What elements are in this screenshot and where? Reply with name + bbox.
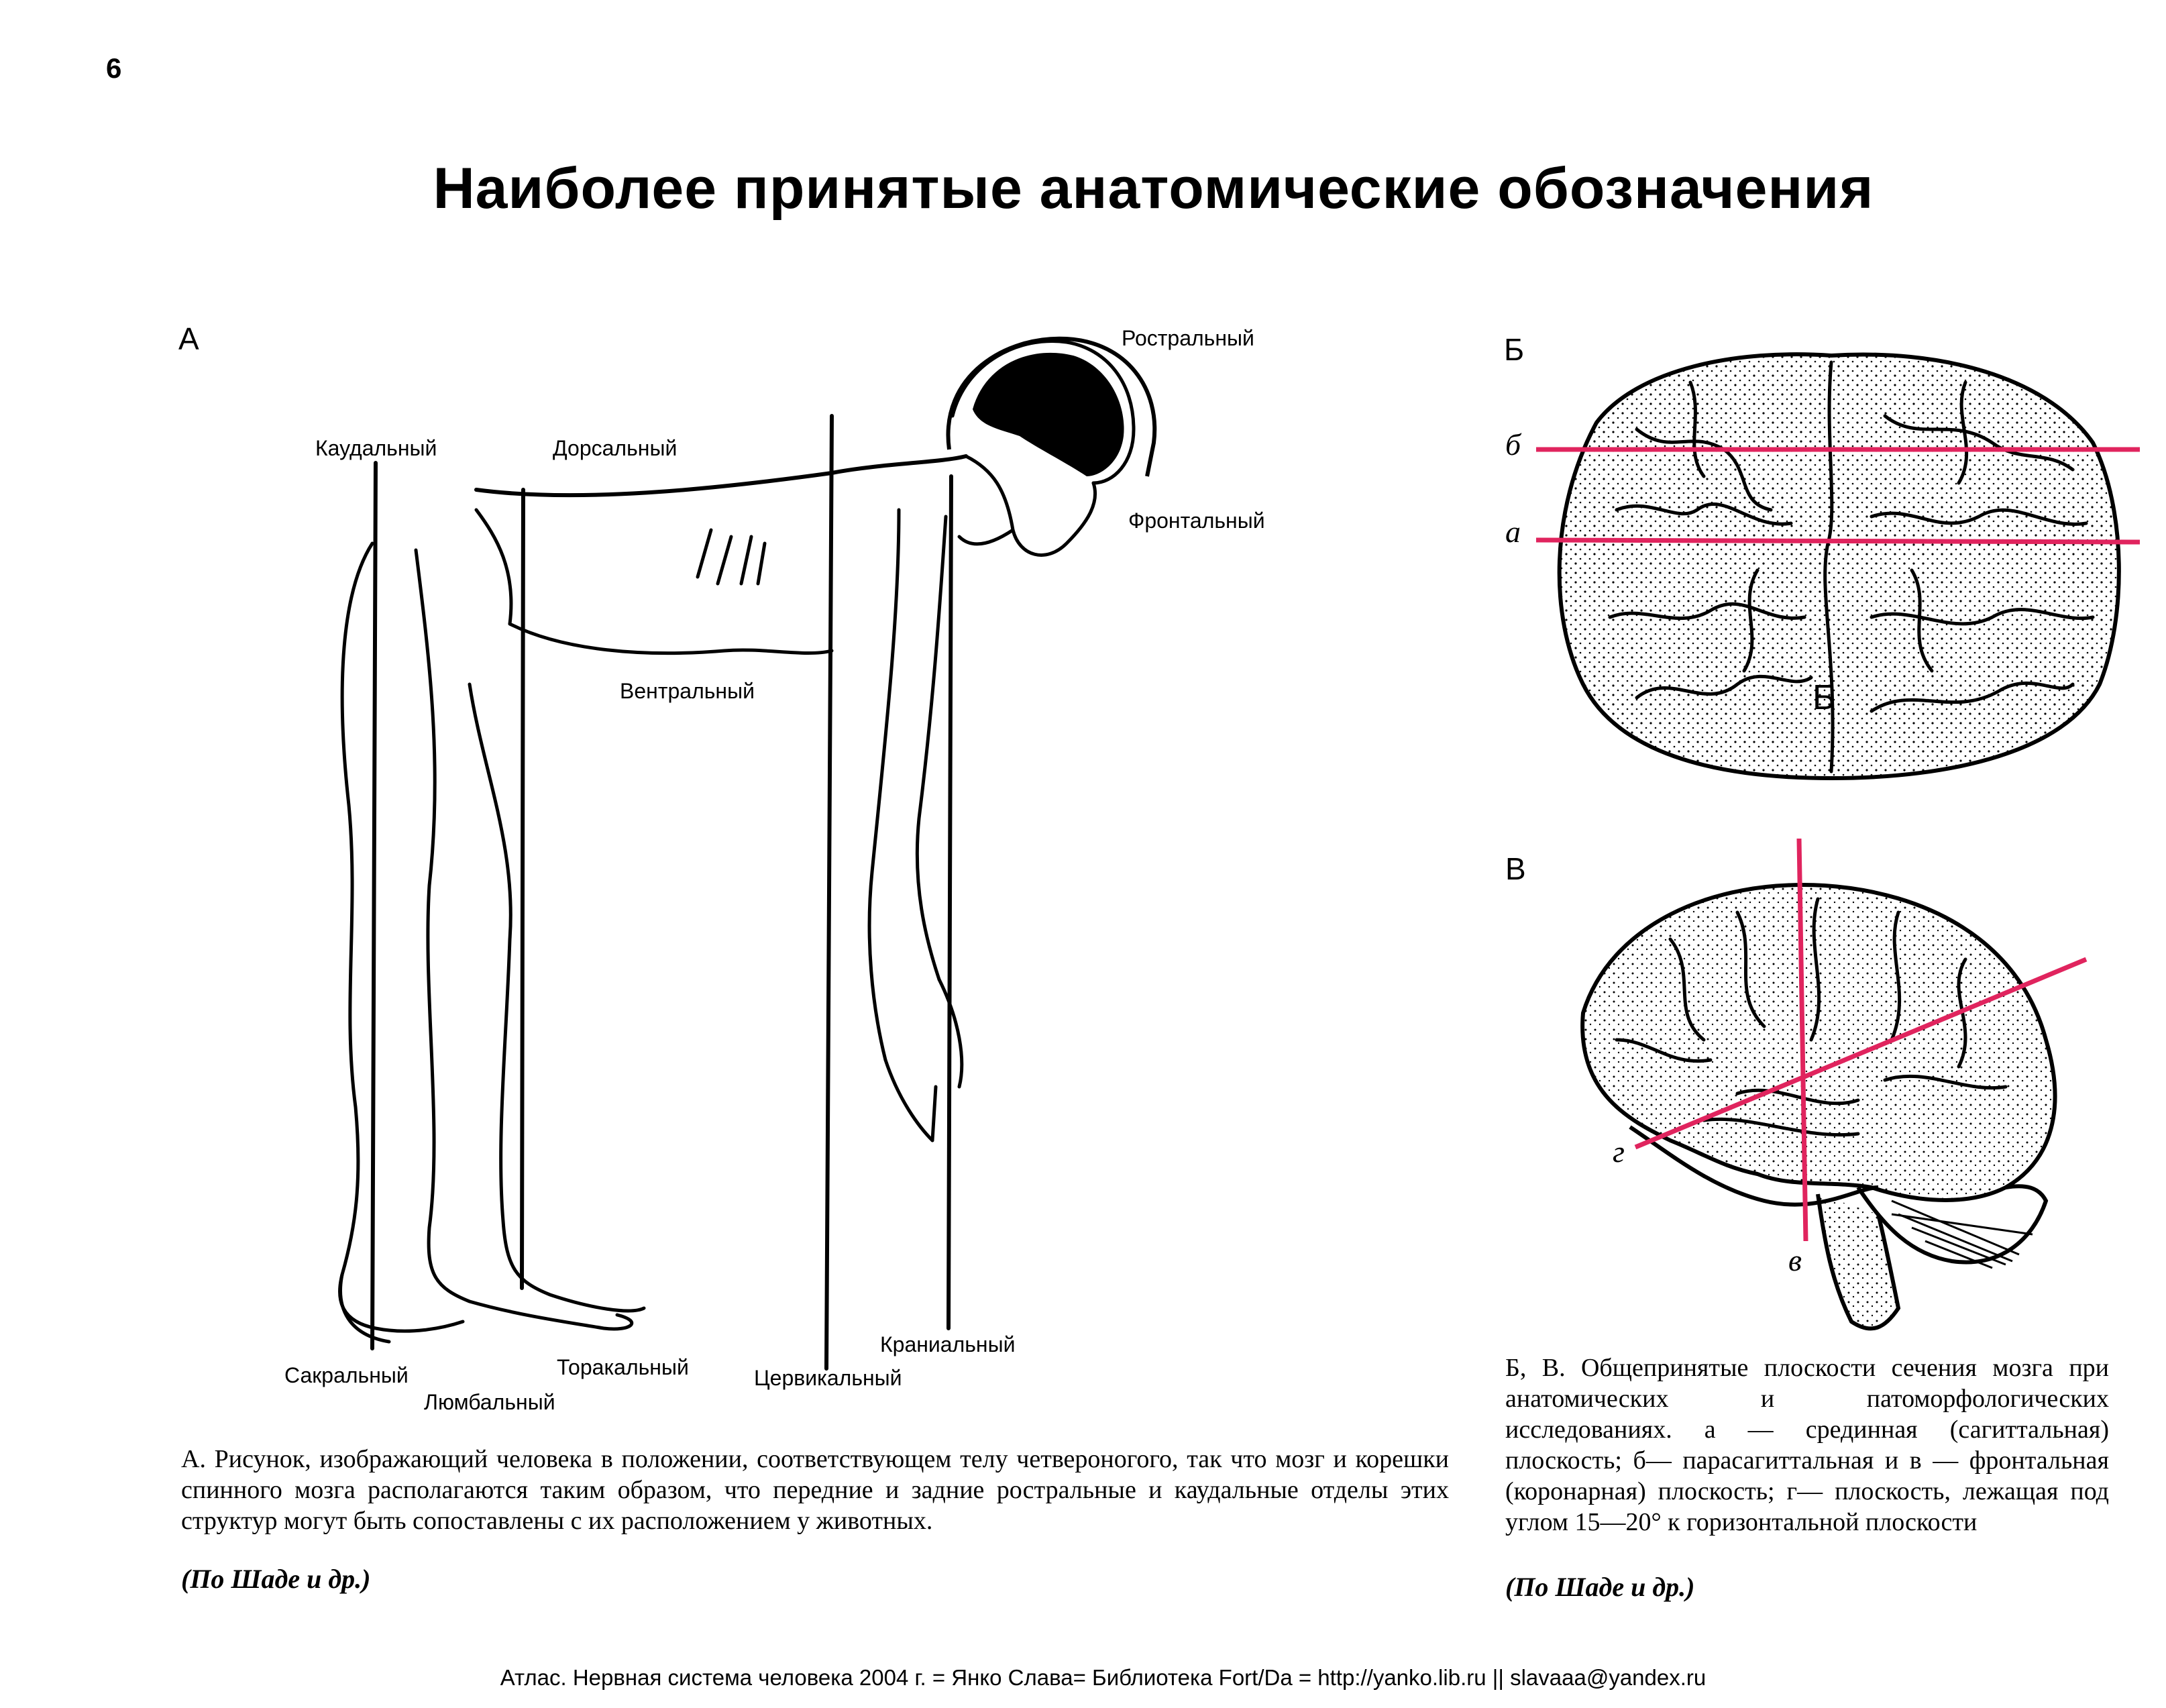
caption-a: А. Рисунок, изображающий человека в поло… <box>181 1445 1449 1535</box>
source-bc: (По Шаде и др.) <box>1505 1572 1695 1602</box>
brain-lateral-view <box>1580 839 2088 1331</box>
label-frontal: Фронтальный <box>1128 509 1265 533</box>
plane-label-g: г <box>1613 1134 1625 1169</box>
label-lumbar: Люмбальный <box>424 1390 555 1414</box>
plane-label-b: б <box>1505 427 1521 462</box>
source-a: (По Шаде и др.) <box>181 1564 371 1594</box>
quadruped-human-figure <box>338 336 1157 1371</box>
label-caudal: Каудальный <box>315 436 437 460</box>
footer-credits: Атлас. Нервная система человека 2004 г. … <box>500 1665 1707 1690</box>
label-sacral: Сакральный <box>284 1363 409 1387</box>
label-thoracic: Торакальный <box>557 1355 689 1379</box>
label-cervical: Цервикальный <box>754 1366 902 1390</box>
label-rostral: Ростральный <box>1122 326 1254 350</box>
plane-label-v: в <box>1788 1243 1802 1277</box>
panel-b-letter: Б <box>1504 332 1525 367</box>
label-cranial: Краниальный <box>880 1332 1016 1356</box>
caption-bc: Б, В. Общепринятые плоскости сечения моз… <box>1505 1354 2109 1536</box>
label-dorsal: Дорсальный <box>553 436 678 460</box>
panel-c-letter: В <box>1505 851 1526 886</box>
label-ventral: Вентральный <box>620 679 755 703</box>
brain-top-view <box>1536 352 2140 781</box>
page-title: Наиболее принятые анатомические обозначе… <box>433 156 1874 221</box>
panel-a-letter: А <box>178 321 199 356</box>
plane-label-a: а <box>1505 515 1521 549</box>
page-number: 6 <box>106 52 122 84</box>
panel-b-watermark: Б <box>1812 678 1836 717</box>
